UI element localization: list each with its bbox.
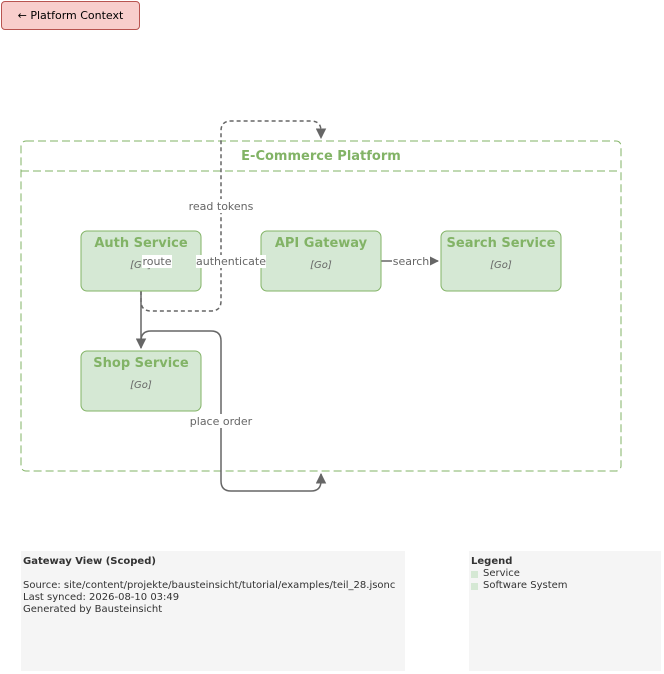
service-auth[interactable]: Auth Service [Go] — [80, 230, 202, 292]
edge-label-authenticate: authenticate — [196, 255, 266, 268]
edges — [135, 120, 440, 492]
view-info-panel: Gateway View (Scoped) Source: site/conte… — [21, 551, 405, 671]
last-synced: Last synced: 2026-08-10 03:49 — [23, 592, 180, 603]
system-boundary[interactable]: E-Commerce Platform — [20, 140, 622, 472]
legend-label: Software System — [483, 580, 568, 591]
service-shop[interactable]: Shop Service [Go] — [80, 350, 202, 412]
service-tech: [Go] — [490, 260, 512, 271]
boundary-title: E-Commerce Platform — [241, 149, 401, 164]
legend-title: Legend — [471, 556, 513, 567]
service-search[interactable]: Search Service [Go] — [440, 230, 562, 292]
edge-label-read-tokens: read tokens — [189, 200, 254, 213]
legend-item-service: Service — [471, 568, 659, 580]
edge-label-route: route — [142, 255, 171, 268]
software-system-swatch-icon — [471, 582, 478, 590]
service-api-gateway[interactable]: API Gateway [Go] — [260, 230, 382, 292]
edge-label-search: search — [393, 255, 430, 268]
view-title: Gateway View (Scoped) — [23, 556, 156, 567]
service-swatch-icon — [471, 570, 478, 578]
legend-item-software-system: Software System — [471, 580, 659, 592]
service-name: API Gateway — [275, 236, 368, 251]
service-name: Auth Service — [94, 236, 188, 251]
service-tech: [Go] — [310, 260, 332, 271]
legend-panel: Legend Service Software System — [469, 551, 661, 671]
source-path: Source: site/content/projekte/bausteinsi… — [23, 580, 396, 591]
legend-label: Service — [483, 568, 520, 579]
service-name: Shop Service — [93, 356, 189, 371]
service-tech: [Go] — [130, 260, 152, 271]
edge-read-tokens[interactable] — [140, 120, 327, 312]
service-name: Search Service — [447, 236, 556, 251]
generator-note: Generated by Bausteinsicht — [23, 604, 163, 615]
edge-labels: read tokens route authenticate search pl… — [142, 199, 430, 428]
service-tech: [Go] — [130, 380, 152, 391]
edge-label-place-order: place order — [190, 415, 253, 428]
back-to-platform-context-button[interactable]: ← Platform Context — [1, 1, 140, 30]
edge-place-order[interactable] — [140, 330, 327, 492]
